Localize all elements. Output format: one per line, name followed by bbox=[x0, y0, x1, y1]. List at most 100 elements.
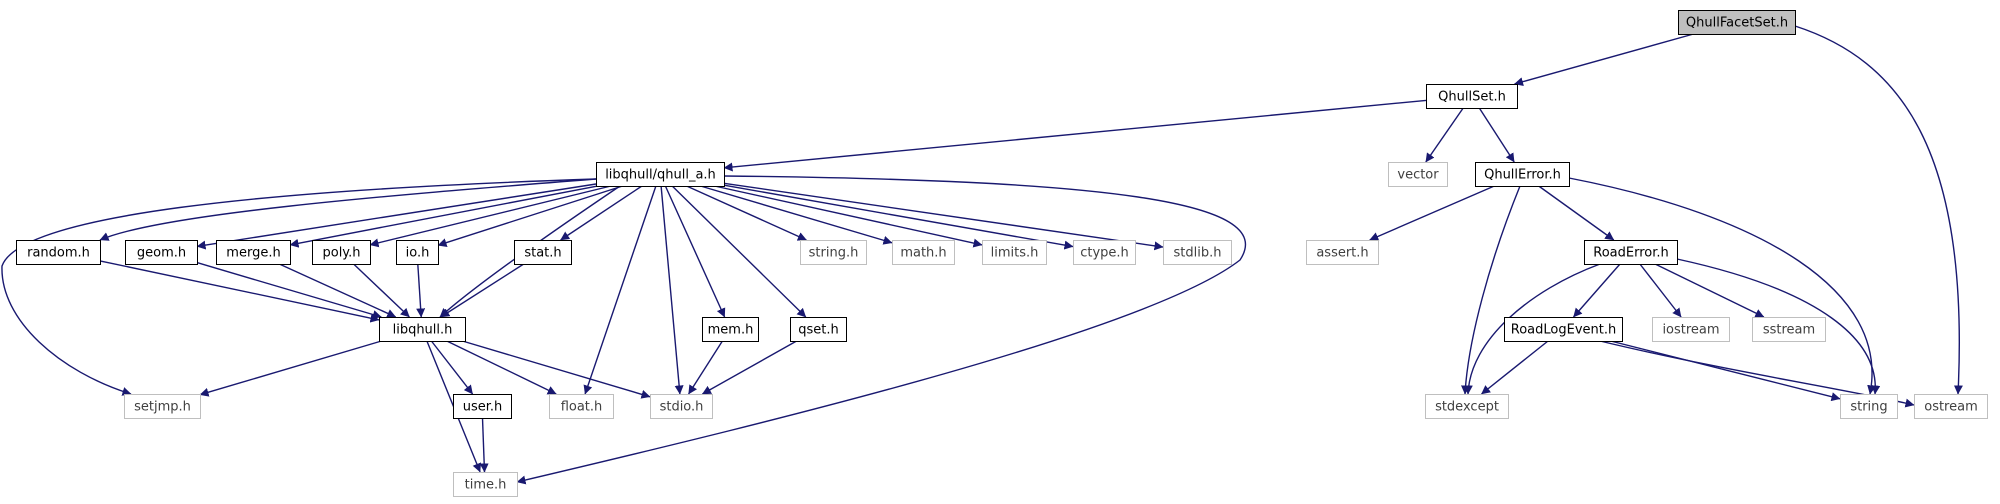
node-box bbox=[1475, 162, 1570, 187]
edge-qset_h-to-stdio_h bbox=[702, 340, 797, 395]
node-label: random.h bbox=[27, 246, 90, 261]
node-libqhull_qhull_a_h[interactable]: libqhull/qhull_a.h bbox=[596, 162, 725, 187]
node-box bbox=[1504, 317, 1623, 342]
edge-libqhull_qhull_a_h-to-merge_h bbox=[289, 185, 598, 248]
edge-QhullError_h-to-RoadError_h bbox=[1538, 185, 1615, 241]
node-box bbox=[982, 240, 1047, 265]
edge-libqhull_h-to-setjmp_h bbox=[199, 340, 382, 397]
node-label: QhullFacetSet.h bbox=[1686, 16, 1788, 31]
node-QhullSet_h[interactable]: QhullSet.h bbox=[1426, 84, 1518, 109]
node-box bbox=[453, 394, 512, 419]
node-stdlib_h: stdlib.h bbox=[1163, 240, 1232, 265]
node-label: string bbox=[1850, 400, 1887, 415]
node-label: time.h bbox=[465, 478, 507, 493]
node-sstream: sstream bbox=[1752, 317, 1826, 342]
node-box bbox=[892, 240, 955, 265]
node-label: RoadLogEvent.h bbox=[1511, 323, 1616, 338]
node-merge_h[interactable]: merge.h bbox=[216, 240, 291, 265]
edge-libqhull_h-to-float_h bbox=[446, 340, 557, 395]
edge-user_h-to-time_h bbox=[479, 417, 489, 473]
edge-RoadError_h-to-iostream bbox=[1639, 263, 1682, 318]
edge-libqhull_qhull_a_h-to-ctype_h bbox=[723, 184, 1074, 250]
node-limits_h: limits.h bbox=[982, 240, 1047, 265]
node-box bbox=[702, 317, 759, 342]
edge-libqhull_qhull_a_h-to-io_h bbox=[437, 185, 623, 247]
edge-libqhull_qhull_a_h-to-float_h bbox=[583, 185, 657, 395]
node-vector: vector bbox=[1388, 162, 1448, 187]
node-label: poly.h bbox=[322, 246, 360, 261]
node-random_h[interactable]: random.h bbox=[16, 240, 101, 265]
edge-libqhull_qhull_a_h-to-poly_h bbox=[369, 185, 612, 248]
node-label: RoadError.h bbox=[1593, 246, 1669, 261]
edge-QhullFacetSet_h-to-QhullSet_h bbox=[1514, 33, 1694, 87]
edge-libqhull_qhull_a_h-to-libqhull_h bbox=[439, 185, 621, 318]
node-RoadError_h[interactable]: RoadError.h bbox=[1584, 240, 1678, 265]
node-box bbox=[1752, 317, 1826, 342]
node-mem_h[interactable]: mem.h bbox=[702, 317, 759, 342]
edge-libqhull_qhull_a_h-to-mem_h bbox=[664, 185, 726, 318]
edge-RoadError_h-to-RoadLogEvent_h bbox=[1572, 263, 1621, 318]
node-string: string bbox=[1840, 394, 1898, 419]
node-box bbox=[1073, 240, 1136, 265]
node-label: iostream bbox=[1662, 323, 1719, 338]
node-RoadLogEvent_h[interactable]: RoadLogEvent.h bbox=[1504, 317, 1623, 342]
node-label: limits.h bbox=[991, 246, 1039, 261]
edge-QhullError_h-to-string bbox=[1568, 177, 1877, 395]
edge-libqhull_qhull_a_h-to-qset_h bbox=[671, 185, 807, 318]
node-setjmp_h: setjmp.h bbox=[124, 394, 201, 419]
node-label: QhullSet.h bbox=[1438, 90, 1506, 105]
node-io_h[interactable]: io.h bbox=[396, 240, 439, 265]
node-label: io.h bbox=[406, 246, 430, 261]
node-QhullError_h[interactable]: QhullError.h bbox=[1475, 162, 1570, 187]
node-box bbox=[1426, 84, 1518, 109]
edge-RoadLogEvent_h-to-stdexcept bbox=[1481, 340, 1549, 395]
edge-libqhull_qhull_a_h-to-stat_h bbox=[560, 185, 643, 241]
edge-QhullSet_h-to-libqhull_qhull_a_h bbox=[723, 99, 1427, 172]
edge-geom_h-to-libqhull_h bbox=[196, 261, 382, 319]
edge-mem_h-to-stdio_h bbox=[688, 340, 723, 395]
edge-RoadLogEvent_h-to-string bbox=[1610, 340, 1841, 402]
node-box bbox=[1584, 240, 1678, 265]
node-box bbox=[1678, 10, 1796, 35]
node-iostream: iostream bbox=[1652, 317, 1730, 342]
edge-merge_h-to-libqhull_h bbox=[279, 263, 397, 318]
node-label: stat.h bbox=[524, 246, 561, 261]
node-user_h[interactable]: user.h bbox=[453, 394, 512, 419]
node-box bbox=[1652, 317, 1730, 342]
edge-QhullError_h-to-stdexcept bbox=[1460, 185, 1521, 395]
node-label: user.h bbox=[463, 400, 503, 415]
node-geom_h[interactable]: geom.h bbox=[125, 240, 198, 265]
node-box bbox=[650, 394, 713, 419]
edge-libqhull_qhull_a_h-to-random_h bbox=[99, 178, 597, 241]
node-qset_h[interactable]: qset.h bbox=[790, 317, 847, 342]
node-label: float.h bbox=[561, 400, 603, 415]
node-label: QhullError.h bbox=[1484, 168, 1561, 183]
edge-libqhull_qhull_a_h-to-limits_h bbox=[714, 185, 983, 248]
node-label: mem.h bbox=[708, 323, 754, 338]
node-box bbox=[596, 162, 725, 187]
node-label: ctype.h bbox=[1080, 246, 1129, 261]
edge-libqhull_qhull_a_h-to-stdio_h bbox=[660, 185, 684, 395]
node-box bbox=[16, 240, 101, 265]
edge-libqhull_qhull_a_h-to-string_h bbox=[686, 185, 807, 241]
node-poly_h[interactable]: poly.h bbox=[312, 240, 371, 265]
node-label: stdexcept bbox=[1435, 400, 1499, 415]
node-libqhull_h[interactable]: libqhull.h bbox=[379, 317, 466, 342]
edge-libqhull_h-to-stdio_h bbox=[462, 340, 651, 399]
edge-RoadError_h-to-sstream bbox=[1654, 263, 1765, 318]
node-box bbox=[800, 240, 867, 265]
node-QhullFacetSet_h[interactable]: QhullFacetSet.h bbox=[1678, 10, 1796, 35]
edge-RoadError_h-to-string bbox=[1676, 258, 1881, 395]
node-box bbox=[125, 240, 198, 265]
node-stdexcept: stdexcept bbox=[1425, 394, 1509, 419]
node-box bbox=[549, 394, 614, 419]
edge-stat_h-to-libqhull_h bbox=[440, 263, 525, 318]
node-label: geom.h bbox=[137, 246, 186, 261]
node-ctype_h: ctype.h bbox=[1073, 240, 1136, 265]
node-stat_h[interactable]: stat.h bbox=[514, 240, 572, 265]
edge-QhullFacetSet_h-to-ostream bbox=[1794, 25, 1963, 395]
node-ostream: ostream bbox=[1914, 394, 1988, 419]
node-box bbox=[312, 240, 371, 265]
